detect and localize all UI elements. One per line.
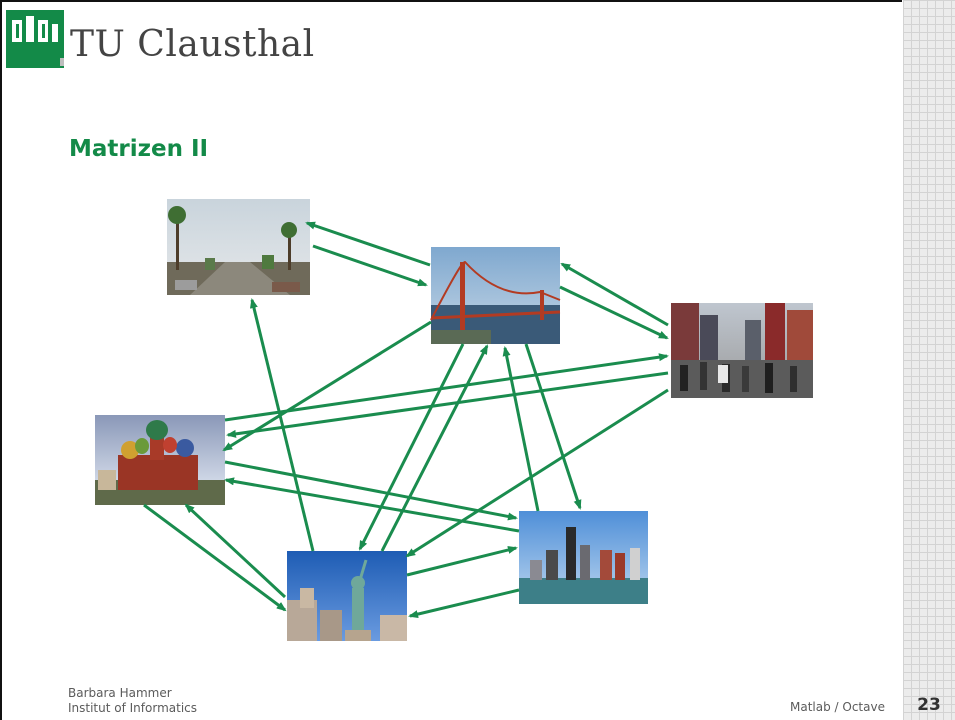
logo-title: TU Clausthal (70, 24, 315, 65)
arrow-chicago-to-bridge (502, 346, 540, 512)
arrow-basils-to-chicago (224, 460, 518, 521)
page-number: 23 (917, 695, 941, 715)
link-arrows (143, 221, 669, 619)
photo-statue-of-liberty (287, 551, 407, 641)
arrow-liberty-to-chicago (406, 546, 518, 577)
logo-emblem-icon (6, 10, 68, 68)
photo-st-basils (95, 415, 225, 505)
arrow-liberty-to-palm (250, 298, 315, 552)
photo-chicago-skyline (519, 511, 648, 604)
arrow-bridge-to-basils (222, 320, 432, 452)
arrow-palm-to-bridge (312, 244, 428, 287)
photo-palm-street (167, 199, 310, 295)
arrow-basils-to-tokyo (224, 353, 669, 422)
arrow-bridge-to-tokyo (559, 285, 669, 340)
photo-golden-gate (430, 247, 561, 344)
arrow-bridge-to-chicago (524, 343, 582, 510)
arrow-bridge-to-liberty (358, 343, 465, 551)
arrow-chicago-to-basils (224, 477, 520, 533)
footer-author: Barbara Hammer (68, 686, 172, 700)
arrow-chicago-to-liberty (408, 588, 520, 619)
arrow-tokyo-to-bridge (560, 262, 669, 327)
footer-course: Matlab / Octave (790, 700, 885, 714)
arrow-basils-to-liberty (143, 503, 287, 612)
slide-title: Matrizen II (69, 136, 209, 162)
slide-sidebar-grid (903, 0, 955, 720)
university-logo (6, 10, 68, 68)
arrow-liberty-to-basils (184, 503, 287, 599)
arrow-tokyo-to-liberty (405, 388, 669, 558)
footer-institute: Institut of Informatics (68, 701, 198, 715)
photo-tokyo-street (671, 303, 813, 398)
arrow-liberty-to-bridge (380, 344, 489, 552)
arrow-tokyo-to-basils (226, 371, 669, 438)
arrow-bridge-to-palm (305, 221, 431, 267)
city-link-diagram (95, 199, 813, 641)
